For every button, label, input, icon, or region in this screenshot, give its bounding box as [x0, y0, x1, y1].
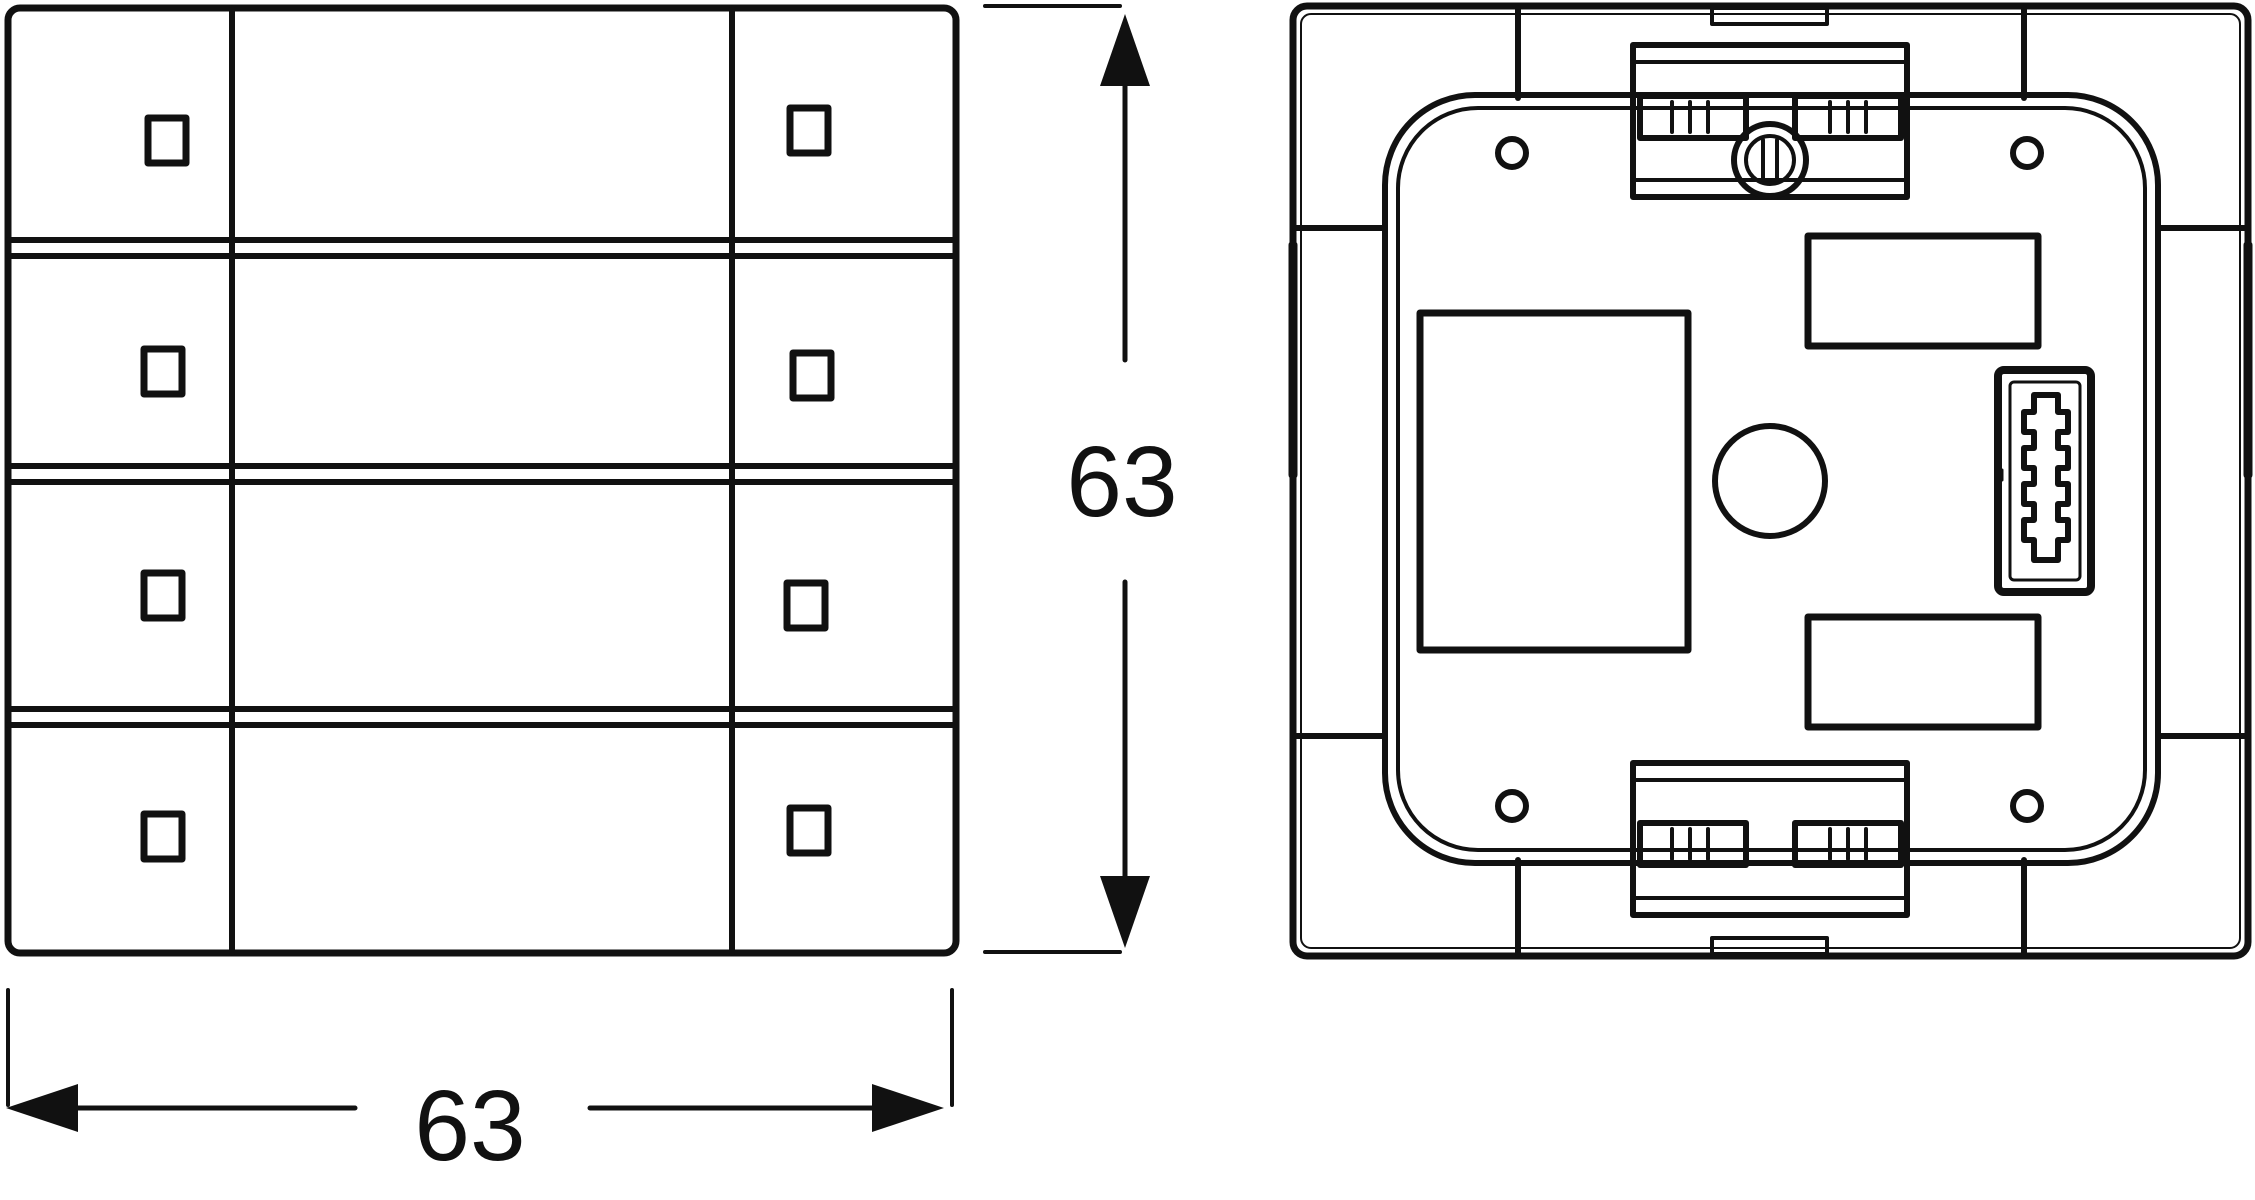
height-dimension: 63 [983, 4, 1178, 954]
led-indicator [140, 810, 186, 863]
led-indicator [786, 104, 832, 157]
screw-hole [2010, 136, 2044, 170]
led-indicator [140, 345, 186, 398]
rear-outer-frame [1289, 2, 2252, 960]
arrow-right-icon [872, 1084, 944, 1132]
led-indicator [140, 569, 186, 622]
frame-tabs [1288, 5, 2253, 957]
lower-component [1804, 613, 2042, 731]
arrow-down-icon [1100, 876, 1150, 948]
terminal-screw-icon [1731, 121, 1809, 199]
large-component [1416, 309, 1692, 654]
bus-connector [1994, 366, 2095, 596]
rocker-dividers [229, 5, 735, 956]
upper-component [1804, 232, 2042, 350]
arrow-up-icon [1100, 14, 1150, 86]
arrow-left-icon [6, 1084, 78, 1132]
programming-led-icon [1712, 423, 1828, 539]
front-view [4, 4, 960, 957]
top-terminal-block [1630, 42, 1910, 200]
rear-view [1288, 2, 2253, 960]
row-separators [5, 237, 959, 728]
led-indicator [789, 349, 835, 402]
screw-hole [1495, 136, 1529, 170]
led-indicators [140, 104, 835, 863]
screw-hole [2010, 789, 2044, 823]
screw-hole [1495, 789, 1529, 823]
width-dimension: 63 [6, 988, 954, 1182]
screw-holes [1495, 136, 2044, 823]
rear-inner-body [1382, 92, 2161, 866]
led-indicator [144, 114, 190, 167]
led-indicator [786, 804, 832, 857]
height-dimension-label: 63 [1066, 426, 1177, 538]
width-dimension-label: 63 [414, 1070, 525, 1182]
led-indicator [783, 579, 829, 632]
bottom-terminal-block [1630, 760, 1910, 918]
